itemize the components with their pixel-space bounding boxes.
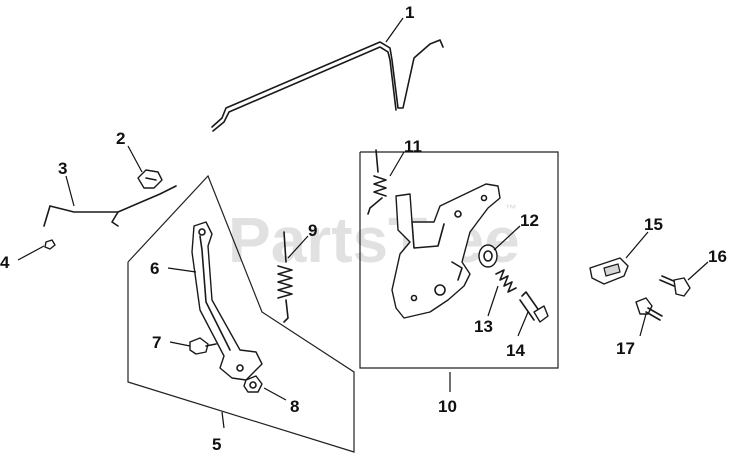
leader-6 bbox=[167, 267, 197, 273]
callout-1[interactable]: 1 bbox=[405, 3, 414, 22]
part-17-bolt[interactable] bbox=[635, 297, 663, 321]
callout-17[interactable]: 17 bbox=[616, 339, 635, 358]
part-16-bolt[interactable] bbox=[659, 275, 691, 297]
leader-13 bbox=[487, 285, 499, 317]
callout-7[interactable]: 7 bbox=[152, 333, 161, 352]
callout-9[interactable]: 9 bbox=[308, 221, 317, 240]
leader-4 bbox=[17, 245, 45, 261]
callout-6[interactable]: 6 bbox=[150, 259, 159, 278]
part-14-screw[interactable] bbox=[519, 291, 549, 323]
leader-2 bbox=[127, 145, 143, 173]
callout-5[interactable]: 5 bbox=[212, 435, 221, 454]
part-9-spring[interactable] bbox=[277, 231, 293, 323]
part-7-bolt[interactable] bbox=[189, 337, 217, 355]
part-2-clip[interactable] bbox=[137, 169, 163, 189]
watermark-trademark: ™ bbox=[505, 202, 517, 216]
callout-2[interactable]: 2 bbox=[116, 129, 125, 148]
part-13-spring[interactable] bbox=[495, 269, 517, 293]
leader-14 bbox=[517, 311, 529, 337]
leader-3 bbox=[65, 175, 75, 207]
leader-5 bbox=[221, 411, 225, 429]
leader-11 bbox=[389, 151, 405, 177]
leader-15 bbox=[625, 231, 649, 259]
part-3-linkrod[interactable] bbox=[43, 185, 177, 227]
callout-8[interactable]: 8 bbox=[290, 397, 299, 416]
leader-1 bbox=[385, 17, 404, 43]
callout-4[interactable]: 4 bbox=[0, 253, 10, 272]
part-4-nut[interactable] bbox=[44, 239, 56, 250]
callout-12[interactable]: 12 bbox=[520, 211, 539, 230]
part-11-spring[interactable] bbox=[367, 149, 387, 215]
leader-7 bbox=[169, 341, 191, 347]
part-6-lever[interactable] bbox=[191, 221, 263, 381]
leader-16 bbox=[687, 261, 709, 281]
leader-8 bbox=[263, 387, 287, 401]
callout-15[interactable]: 15 bbox=[644, 215, 663, 234]
callout-11[interactable]: 11 bbox=[404, 137, 422, 156]
callout-10[interactable]: 10 bbox=[438, 397, 457, 416]
leader-17 bbox=[639, 313, 647, 337]
callout-13[interactable]: 13 bbox=[474, 317, 493, 336]
group-10-outline bbox=[359, 151, 559, 369]
callout-3[interactable]: 3 bbox=[58, 159, 67, 178]
control-bracket-plate[interactable] bbox=[391, 183, 501, 319]
part-1-rod[interactable] bbox=[211, 39, 444, 132]
part-8-nut[interactable] bbox=[243, 375, 263, 393]
callout-14[interactable]: 14 bbox=[506, 341, 525, 360]
leader-12 bbox=[493, 225, 521, 251]
part-12-washer[interactable] bbox=[478, 244, 498, 268]
part-15-clip[interactable] bbox=[589, 257, 629, 285]
group-5-outline bbox=[127, 174, 355, 453]
leader-9 bbox=[287, 235, 309, 259]
callout-16[interactable]: 16 bbox=[708, 247, 727, 266]
